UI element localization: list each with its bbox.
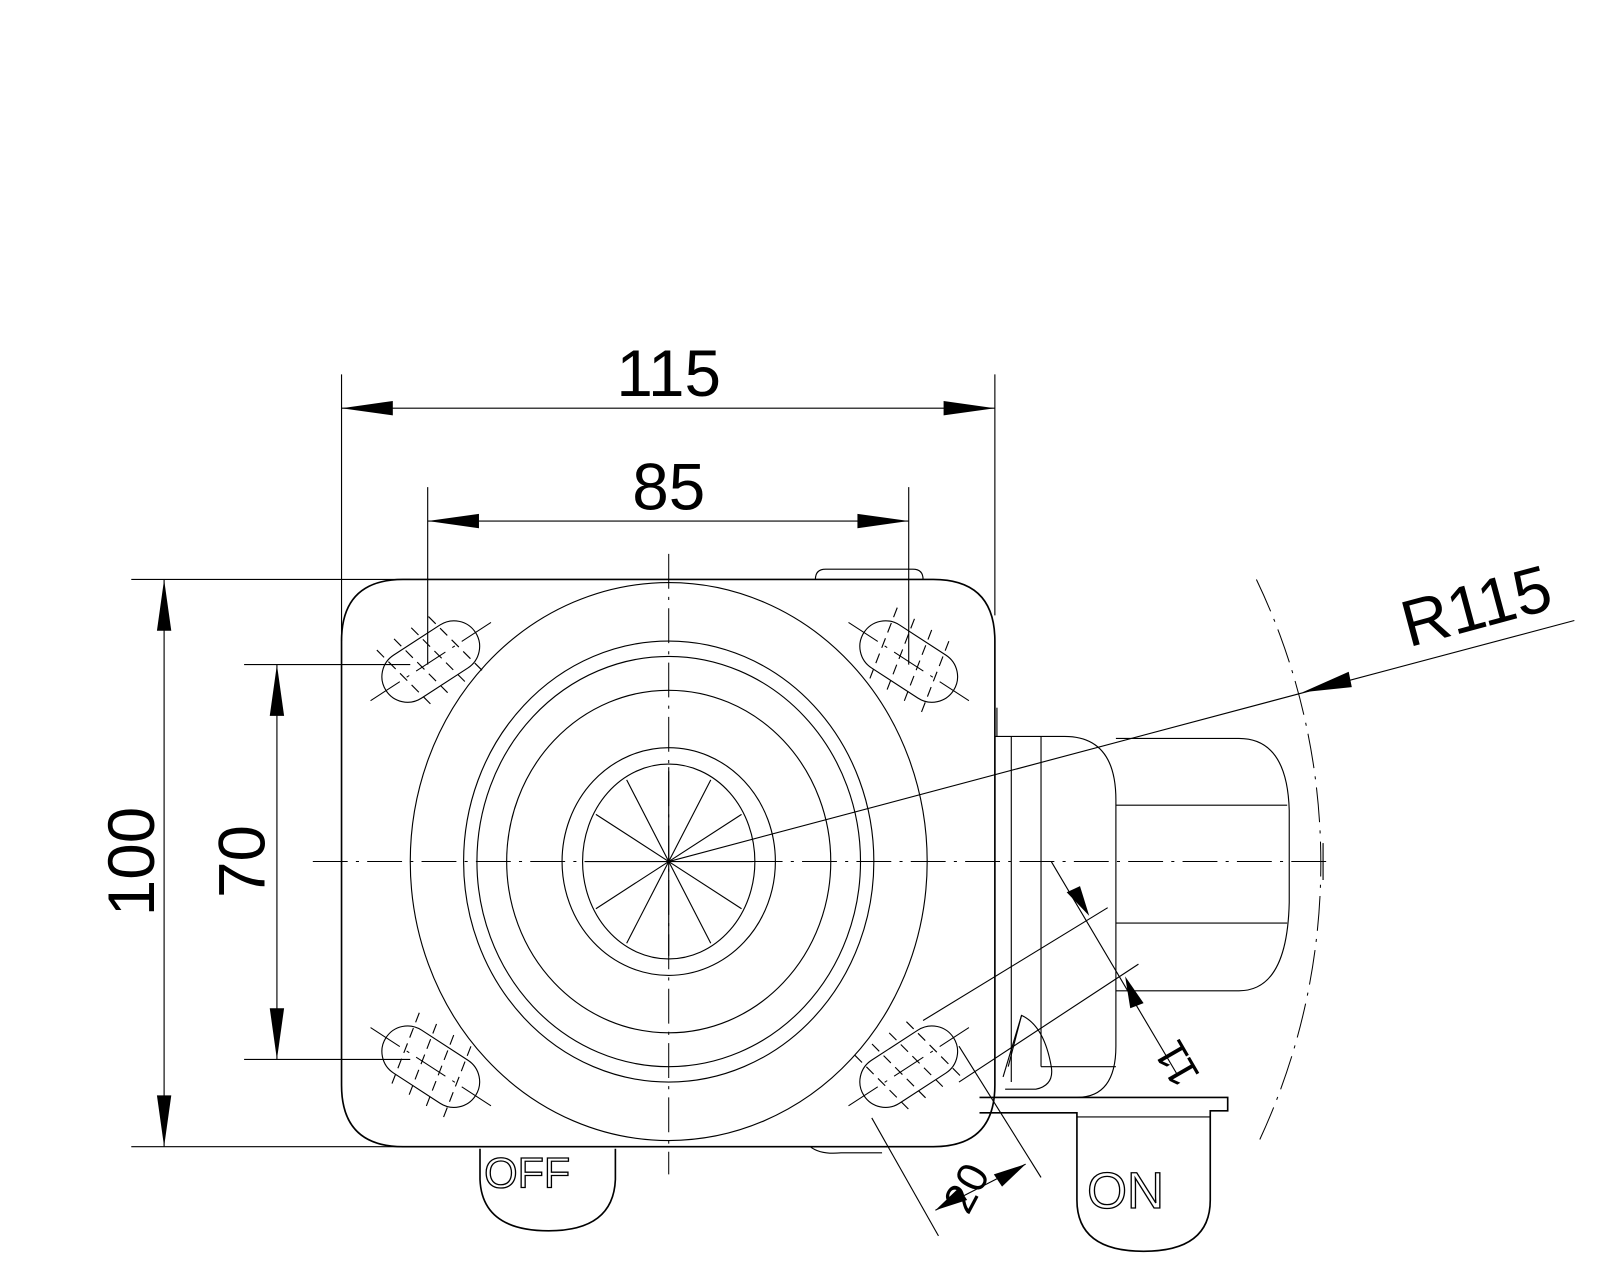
brake-off-label: OFF [484, 1150, 570, 1198]
mounting-slot [370, 616, 492, 707]
mounting-slot [370, 1012, 492, 1121]
dim-115-text: 115 [616, 337, 721, 410]
swivel-radius-arc [1255, 579, 1322, 1147]
dim-85: 85 [427, 451, 910, 665]
dim-11-text: 11 [1146, 1032, 1210, 1095]
mounting-slots [370, 607, 970, 1121]
dim-100-text: 100 [95, 807, 168, 916]
dim-85-text: 85 [632, 451, 705, 524]
dim-100: 100 [95, 578, 411, 1148]
dim-20-text: 20 [935, 1156, 1000, 1221]
mounting-slot [848, 1021, 970, 1113]
dim-r115: R115 [668, 551, 1575, 863]
top-plate [340, 568, 996, 1154]
dim-11: 11 [922, 861, 1210, 1095]
dim-70-text: 70 [206, 825, 279, 898]
dim-70: 70 [206, 664, 411, 1061]
brake-on-label: ON [1087, 1162, 1164, 1219]
dim-r115-text: R115 [1393, 551, 1559, 661]
centre-lines [312, 553, 1329, 1175]
brake-off-pedal: OFF [479, 1148, 617, 1232]
brake-on-pedal: ON [979, 1096, 1229, 1253]
brake-housing [994, 707, 1290, 1098]
dim-115: 115 [340, 337, 996, 642]
